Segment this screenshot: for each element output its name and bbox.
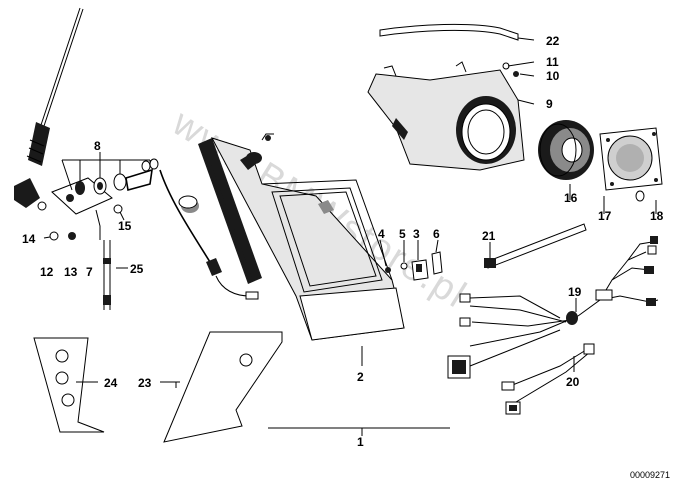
label-part-3: 3 — [413, 227, 420, 241]
adapter-lead — [501, 343, 595, 415]
switch-parts — [385, 251, 443, 281]
cable-tie — [484, 223, 587, 269]
label-part-7: 7 — [86, 265, 93, 279]
mounting-washers — [75, 158, 159, 195]
label-part-11: 11 — [546, 55, 559, 69]
label-part-6: 6 — [433, 227, 440, 241]
label-part-13: 13 — [64, 265, 78, 279]
antenna-strap — [103, 168, 153, 310]
label-part-1: 1 — [357, 435, 364, 449]
label-part-25: 25 — [130, 262, 144, 276]
label-part-2: 2 — [357, 370, 364, 384]
trim-panel-large — [163, 331, 283, 443]
vent-housing — [367, 61, 525, 171]
antenna-cable — [159, 169, 259, 300]
antenna-illustration — [14, 7, 84, 211]
wiring-harness — [447, 236, 659, 379]
label-part-17: 17 — [598, 209, 612, 223]
label-part-19: 19 — [568, 285, 582, 299]
fasteners — [43, 204, 123, 241]
label-part-16: 16 — [564, 191, 578, 205]
label-part-18: 18 — [650, 209, 664, 223]
trim-panel-small — [33, 337, 105, 433]
label-part-15: 15 — [118, 219, 132, 233]
label-part-14: 14 — [22, 232, 36, 246]
label-part-20: 20 — [566, 375, 580, 389]
label-part-10: 10 — [546, 69, 560, 83]
label-part-21: 21 — [482, 229, 496, 243]
label-part-9: 9 — [546, 97, 553, 111]
label-part-4: 4 — [378, 227, 385, 241]
label-part-5: 5 — [399, 227, 406, 241]
speaker — [538, 120, 594, 180]
air-vent-strip — [379, 23, 519, 41]
label-part-23: 23 — [138, 376, 152, 390]
speaker-grille — [599, 127, 663, 202]
label-part-24: 24 — [104, 376, 118, 390]
part-labels: 22 11 10 9 16 17 18 21 19 20 4 5 3 6 2 1… — [22, 34, 664, 449]
center-console — [178, 133, 405, 341]
diagram-reference-number: 00009271 — [630, 470, 670, 480]
label-part-12: 12 — [40, 265, 54, 279]
label-part-22: 22 — [546, 34, 560, 48]
label-part-8: 8 — [94, 139, 101, 153]
leader-lines — [61, 37, 657, 436]
